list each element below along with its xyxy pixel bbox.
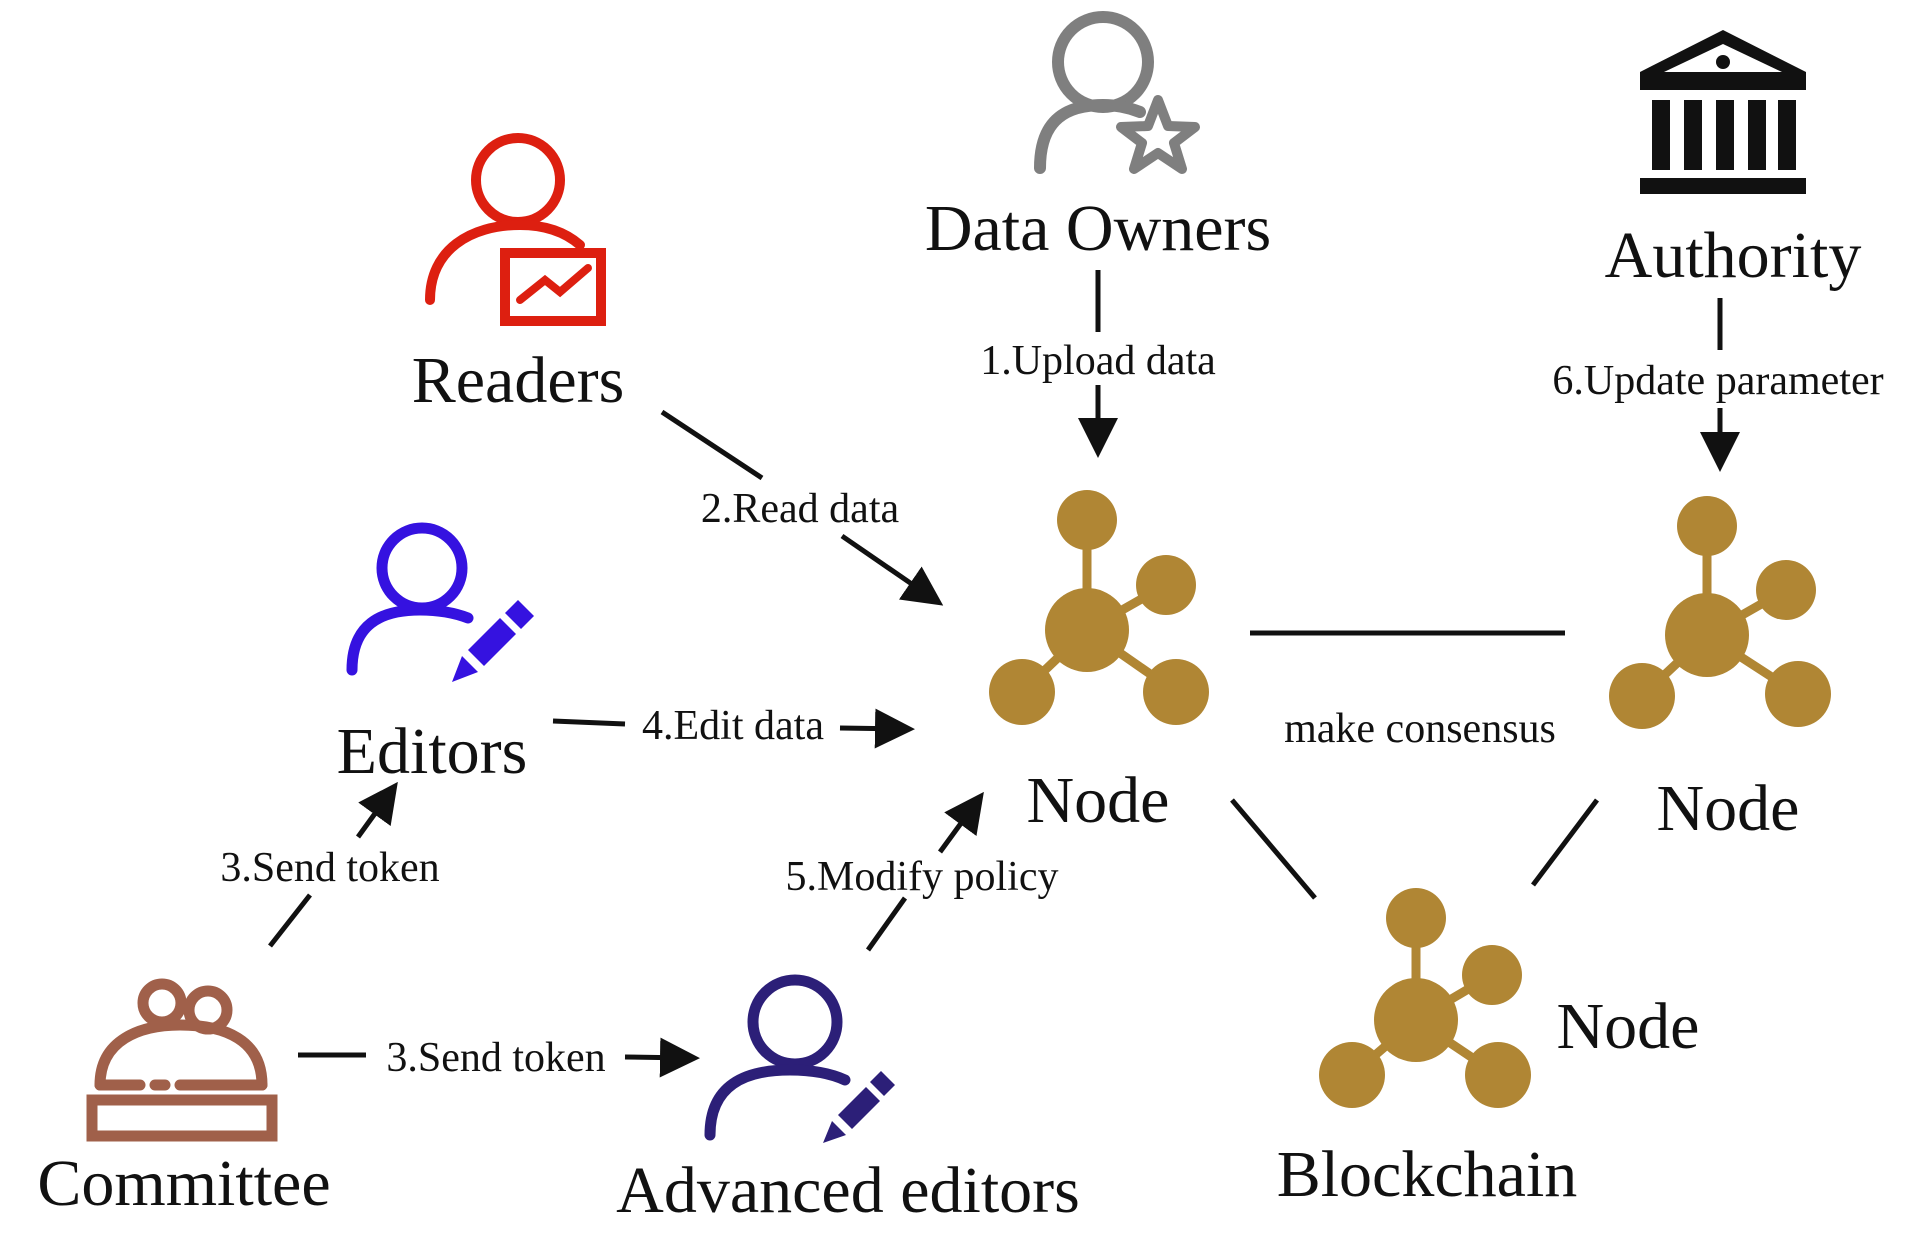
data-owners-icon (1034, 11, 1200, 174)
right-node-icon (1609, 496, 1831, 729)
readers-icon (425, 133, 606, 326)
read-edge (660, 409, 944, 606)
editors-pencil-icon (452, 600, 534, 682)
send-token-editors-label: 3.Send token (220, 845, 439, 891)
read-edge-label: 2.Read data (701, 486, 900, 532)
send-token-advanced-edge (298, 1037, 700, 1078)
authority-label: Authority (1605, 219, 1862, 292)
right-blockchain-link (1531, 798, 1599, 887)
advanced-editors-label: Advanced editors (616, 1154, 1080, 1227)
send-token-advanced-label: 3.Send token (386, 1035, 605, 1081)
readers-label: Readers (412, 344, 625, 417)
send-token-editors-edge (268, 781, 398, 948)
upload-edge-label: 1.Upload data (980, 338, 1216, 384)
modify-edge-label: 5.Modify policy (786, 854, 1059, 900)
right-node-label: Node (1657, 772, 1800, 845)
committee-label: Committee (37, 1147, 330, 1220)
advanced-editors-icon (704, 974, 851, 1141)
edit-edge-label: 4.Edit data (642, 703, 824, 749)
main-node-icon (989, 490, 1209, 725)
edit-edge (552, 708, 915, 749)
blockchain-node-label: Node (1557, 990, 1700, 1063)
main-blockchain-link (1230, 798, 1317, 900)
blockchain-node-icon (1319, 888, 1531, 1108)
advanced-editors-pencil-icon (823, 1071, 895, 1143)
update-edge-label: 6.Update parameter (1552, 358, 1883, 404)
editors-label: Editors (337, 715, 528, 788)
main-node-label: Node (1027, 764, 1170, 837)
authority-icon (1640, 30, 1806, 194)
modify-edge (865, 791, 984, 952)
consensus-label: make consensus (1284, 706, 1556, 752)
committee-icon (86, 978, 278, 1142)
data-owners-label: Data Owners (925, 192, 1271, 265)
blockchain-label: Blockchain (1277, 1138, 1578, 1211)
editors-icon (346, 522, 474, 676)
